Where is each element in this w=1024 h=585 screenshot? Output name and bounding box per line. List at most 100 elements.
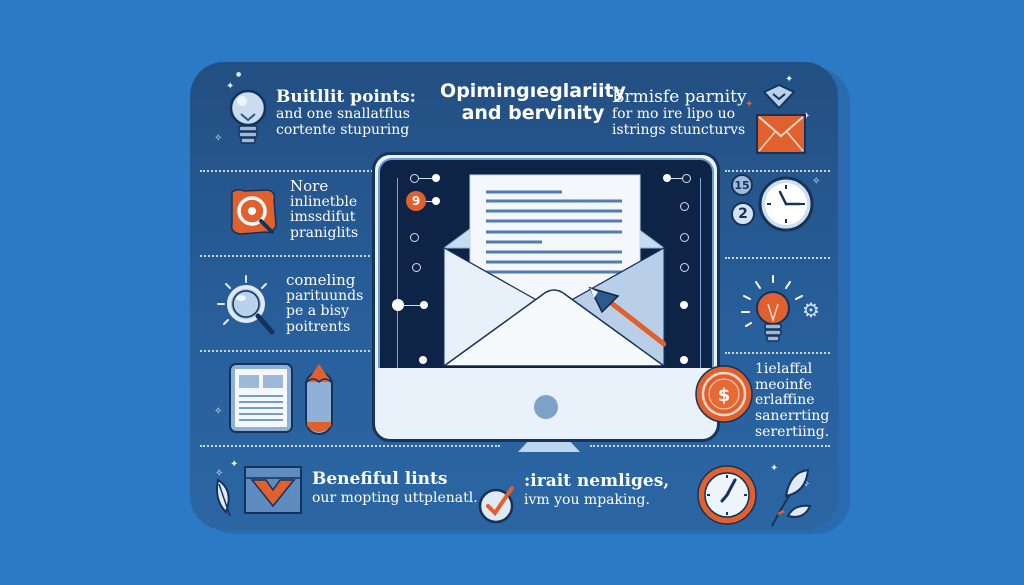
sparkle-icon: ✦: [745, 99, 754, 110]
circuit-node: [682, 174, 691, 183]
block-line: 1ielaffal: [755, 361, 813, 377]
sparkle-icon: ✦: [770, 463, 779, 474]
block-line: inlinetble: [290, 193, 358, 210]
infographic-card: ✦ ✧ ● ✦ ✦ ✦ ✦ ✧ ✧ ✧ ✦ ✧ ✦ Opimingıeglari…: [190, 62, 838, 530]
divider: [590, 445, 830, 447]
block-line: meoinfe: [755, 376, 812, 393]
circuit-node: [432, 197, 440, 205]
divider: [200, 170, 380, 172]
block-heading: Buitllit points:: [276, 87, 416, 107]
divider: [200, 255, 370, 257]
circuit-line: [402, 305, 426, 306]
circuit-node: [412, 263, 421, 272]
lightbulb-orange-icon: [738, 274, 808, 348]
sparkle-icon: ✧: [215, 468, 224, 479]
block-line: ivm you mpaking.: [524, 492, 650, 509]
circuit-node: [420, 301, 428, 309]
great-knowledge-text: :irait nemliges, ivm you mpaking.: [524, 471, 670, 509]
block-line: istrings stuncturvs: [612, 121, 746, 138]
divider: [200, 445, 500, 447]
block-heading: :irait nemliges,: [524, 471, 670, 491]
block-line: cortente stupuring: [276, 121, 410, 138]
block-line: praniglits: [290, 225, 359, 242]
notification-badge: 9: [406, 191, 426, 211]
circuit-line: [397, 178, 398, 368]
circuit-node: [680, 301, 688, 309]
circuit-node: [680, 263, 689, 272]
circuit-node: [680, 202, 689, 211]
circuit-node: [392, 299, 404, 311]
block-heading: Benefiful lints: [312, 469, 448, 489]
inline-highlights-text: Nore inlinetble imssdifut praniglits: [290, 178, 358, 242]
divider: [725, 352, 830, 354]
title-line-2: and bervinity: [461, 102, 605, 125]
block-line: pe a bisy: [286, 303, 350, 320]
helpful-text: 1ielaffal meoinfe erlaffine sanerrting s…: [755, 361, 830, 440]
block-heading: comeling: [286, 271, 356, 289]
circuit-line: [671, 178, 683, 179]
checkmark-icon: [478, 482, 520, 524]
leaf-icon: [212, 476, 236, 518]
target-magnifier-icon: [226, 186, 282, 242]
circuit-node: [419, 356, 427, 364]
divider: [725, 170, 830, 172]
sparkle-icon: ✧: [214, 133, 223, 144]
block-line: imssdifut: [290, 209, 356, 226]
block-line: erlaffine: [755, 392, 815, 409]
sparkle-icon: ●: [236, 71, 242, 78]
circuit-line: [700, 178, 701, 368]
sparkle-icon: ✧: [802, 479, 811, 490]
block-line: poitrents: [286, 319, 351, 336]
block-line: parituunds: [286, 287, 364, 304]
circuit-node: [432, 174, 440, 182]
gear-icon: ⚙: [802, 298, 820, 322]
dollar-coin-icon: $: [694, 364, 754, 424]
sparkle-icon: ✦: [230, 459, 239, 470]
clock-icon: [758, 176, 814, 232]
block-line: our mopting uttplenatl.: [312, 490, 478, 507]
sparkle-icon: ✧: [812, 176, 821, 187]
compelling-points-text: comeling parituunds pe a bisy poitrents: [286, 272, 363, 336]
beneficial-hints-text: Benefiful lints our mopting uttplenatl.: [312, 469, 478, 507]
page-title: Opimingıeglariity and bervinity: [428, 80, 638, 125]
open-envelope-icon: [441, 170, 667, 367]
sparkle-icon: ✦: [802, 111, 811, 122]
magnifying-glass-icon: [214, 272, 284, 342]
block-heading: Nore: [290, 177, 329, 195]
block-line: sanerrting: [755, 408, 830, 425]
bullet-points-text: Buitllit points: and one snallatflus cor…: [276, 87, 416, 138]
monitor-stand: [518, 442, 580, 452]
svg-text:$: $: [718, 385, 731, 406]
envelope-icon: [756, 114, 806, 154]
block-heading: Brmisfe parnity: [612, 87, 747, 107]
circuit-node: [680, 233, 689, 242]
circuit-line: [426, 201, 434, 202]
sparkle-icon: ✦: [226, 81, 235, 92]
circuit-line: [419, 178, 432, 179]
block-line: for mo ire lipo uo: [612, 106, 736, 123]
stopwatch-icon: [696, 464, 758, 526]
divider: [725, 257, 830, 259]
document-icon: [228, 362, 294, 434]
number-badge: 15: [731, 174, 753, 196]
leaf-branch-icon: [764, 466, 814, 528]
circuit-node: [680, 356, 688, 364]
sparkle-icon: ✦: [785, 74, 794, 85]
block-line: and one snallatflus: [276, 106, 410, 123]
number-badge: 2: [731, 202, 755, 226]
block-line: serertiing.: [755, 423, 830, 440]
circuit-node: [410, 174, 419, 183]
sparkle-icon: ✧: [214, 406, 223, 417]
monitor-button: [534, 395, 558, 419]
circuit-node: [410, 233, 419, 242]
title-line-1: Opimingıeglariity: [440, 80, 626, 102]
email-check-icon: [244, 466, 302, 514]
circuit-node: [663, 174, 671, 182]
pencil-icon: [303, 364, 335, 436]
monitor-illustration: 9: [372, 152, 720, 442]
shield-chevron-icon: [762, 83, 796, 110]
lightbulb-icon: [228, 86, 268, 150]
brief-parity-text: Brmisfe parnity for mo ire lipo uo istri…: [612, 87, 747, 138]
monitor-screen: 9: [378, 158, 714, 368]
divider: [200, 350, 370, 352]
